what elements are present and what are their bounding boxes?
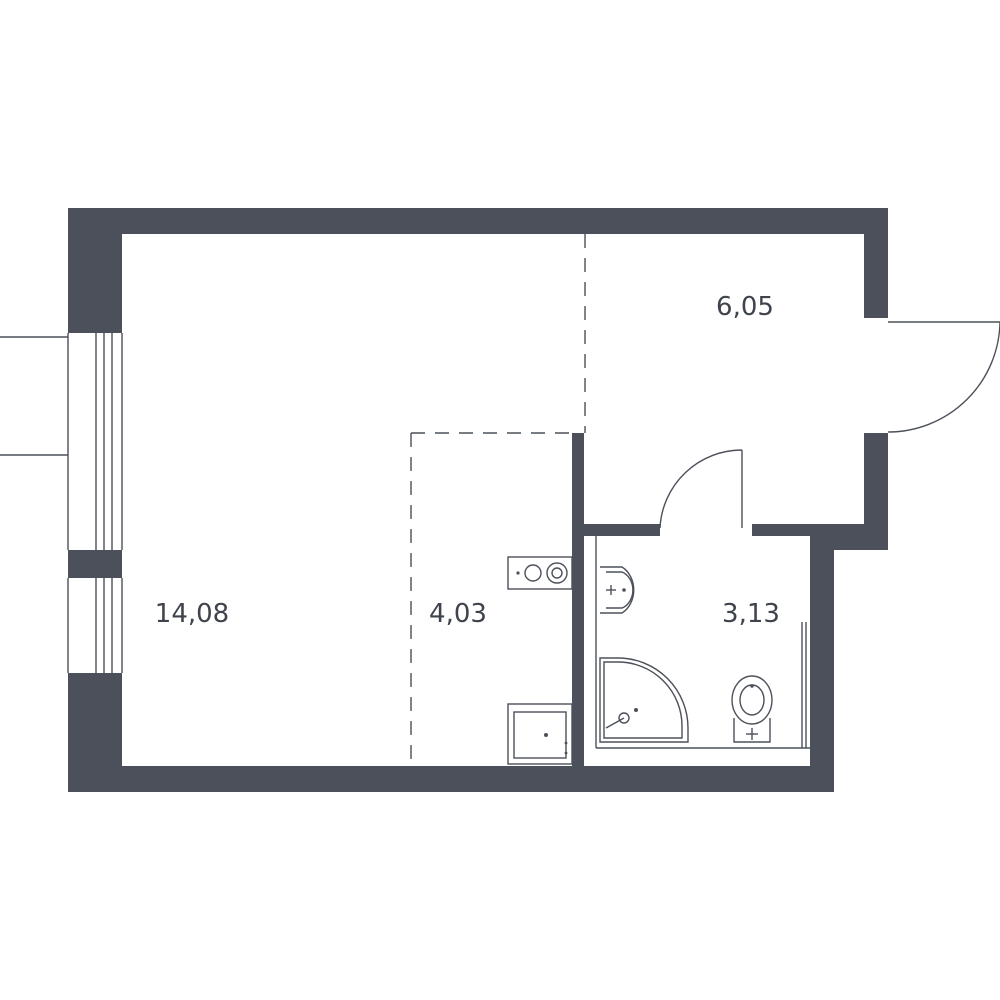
- left-wall-upper: [68, 208, 122, 333]
- bathroom-inner-frame: [595, 536, 810, 749]
- washbasin-icon: [600, 566, 635, 614]
- bathroom-left-wall: [572, 433, 584, 772]
- toilet-icon: [731, 675, 773, 743]
- area-label-hallway: 6,05: [716, 292, 774, 322]
- window-lower: [67, 578, 123, 673]
- bathroom-door: [659, 449, 743, 529]
- bathroom-right-wall: [810, 524, 834, 792]
- area-label-bathroom: 3,13: [722, 599, 780, 629]
- balcony-outline: [0, 336, 68, 456]
- entrance-door: [887, 321, 1000, 433]
- bathroom-top-wall-left: [572, 524, 660, 536]
- window-upper: [67, 333, 123, 550]
- zone-dividers: [410, 234, 586, 766]
- interior-walls: [572, 433, 834, 772]
- shower-icon: [599, 657, 689, 743]
- top-wall: [68, 208, 888, 234]
- cooktop-icon: [507, 556, 573, 590]
- kitchen-sink-icon: [507, 703, 573, 765]
- left-wall-pier: [68, 550, 122, 578]
- exterior-walls: [68, 208, 888, 792]
- bathroom-top-wall-right: [752, 524, 834, 536]
- area-label-living-room: 14,08: [155, 599, 229, 629]
- right-wall-upper: [864, 208, 888, 318]
- bottom-wall: [68, 766, 834, 792]
- area-label-kitchen: 4,03: [429, 599, 487, 629]
